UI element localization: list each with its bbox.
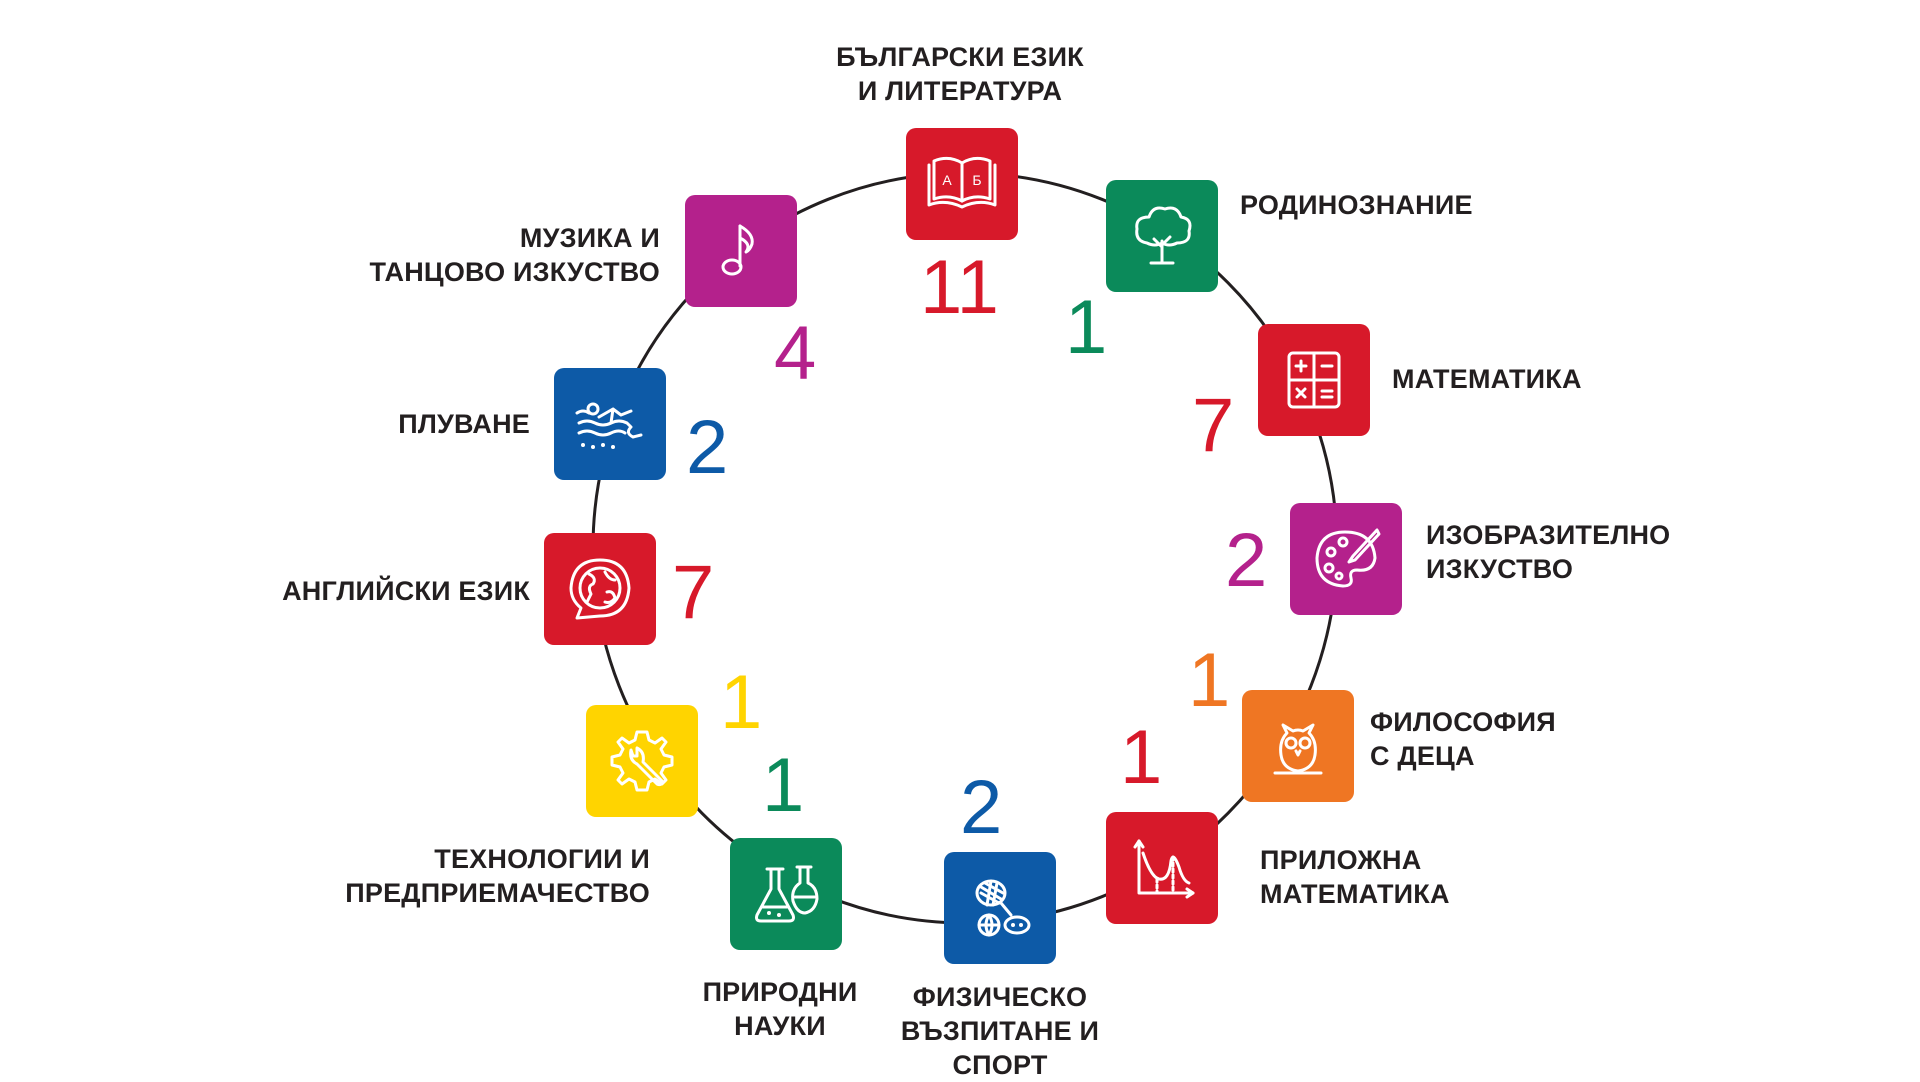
tile-bulgarian: А Б [906, 128, 1018, 240]
label-homeland-line1: РОДИНОЗНАНИЕ [1240, 190, 1473, 220]
label-pe: ФИЗИЧЕСКО ВЪЗПИТАНЕ И СПОРТ [870, 980, 1130, 1082]
label-science: ПРИРОДНИ НАУКИ [680, 975, 880, 1043]
count-math: 7 [1192, 383, 1235, 468]
label-applied-math-line1: ПРИЛОЖНА [1260, 845, 1422, 875]
count-music: 4 [774, 311, 817, 396]
music-note-icon [721, 224, 754, 276]
graph-icon [1133, 839, 1195, 899]
count-art: 2 [1225, 518, 1268, 603]
tile-art [1290, 503, 1402, 615]
label-art: ИЗОБРАЗИТЕЛНО ИЗКУСТВО [1426, 518, 1670, 586]
label-art-line2: ИЗКУСТВО [1426, 554, 1574, 584]
swimmer-icon [575, 402, 643, 449]
label-bulgarian-line2: И ЛИТЕРАТУРА [857, 76, 1063, 106]
count-philosophy: 1 [1188, 638, 1231, 723]
label-bulgarian-line1: БЪЛГАРСКИ ЕЗИК [836, 42, 1084, 72]
label-swimming: ПЛУВАНЕ [330, 407, 530, 441]
palette-icon [1315, 528, 1381, 588]
tile-music [685, 195, 797, 307]
sports-icon [975, 879, 1031, 937]
label-music-line1: МУЗИКА И [519, 223, 660, 253]
label-art-line1: ИЗОБРАЗИТЕЛНО [1426, 520, 1671, 550]
label-science-line2: НАУКИ [734, 1011, 826, 1041]
owl-icon [1273, 723, 1323, 775]
count-science: 1 [762, 743, 805, 828]
label-music: МУЗИКА И ТАНЦОВО ИЗКУСТВО [300, 221, 660, 289]
label-math: МАТЕМАТИКА [1392, 362, 1582, 396]
tile-applied-math [1106, 812, 1218, 924]
label-philosophy: ФИЛОСОФИЯ С ДЕЦА [1370, 705, 1556, 773]
count-bulgarian: 11 [920, 245, 999, 330]
label-pe-line2: ВЪЗПИТАНЕ И [900, 1016, 1100, 1046]
book-left-letter: А [942, 172, 952, 188]
label-technology: ТЕХНОЛОГИИ И ПРЕДПРИЕМАЧЕСТВО [300, 842, 650, 910]
label-technology-line2: ПРЕДПРИЕМАЧЕСТВО [345, 878, 650, 908]
tile-technology [586, 705, 698, 817]
label-swimming-line1: ПЛУВАНЕ [398, 409, 530, 439]
count-technology: 1 [720, 660, 763, 745]
tree-icon [1135, 206, 1192, 265]
globe-chat-icon [569, 558, 631, 620]
book-right-letter: Б [972, 172, 981, 188]
count-homeland: 1 [1065, 285, 1108, 370]
tile-homeland [1106, 180, 1218, 292]
count-pe: 2 [960, 765, 1003, 850]
label-homeland: РОДИНОЗНАНИЕ [1240, 188, 1473, 222]
book-icon: А Б [927, 156, 997, 209]
label-music-line2: ТАНЦОВО ИЗКУСТВО [369, 257, 660, 287]
label-math-line1: МАТЕМАТИКА [1392, 364, 1582, 394]
tile-philosophy [1242, 690, 1354, 802]
tile-math [1258, 324, 1370, 436]
label-science-line1: ПРИРОДНИ [702, 977, 858, 1007]
tile-english [544, 533, 656, 645]
label-pe-line1: ФИЗИЧЕСКО [912, 982, 1088, 1012]
gear-wrench-icon [610, 730, 674, 792]
tile-swimming [554, 368, 666, 480]
label-applied-math: ПРИЛОЖНА МАТЕМАТИКА [1260, 843, 1450, 911]
label-bulgarian: БЪЛГАРСКИ ЕЗИК И ЛИТЕРАТУРА [780, 40, 1140, 108]
label-applied-math-line2: МАТЕМАТИКА [1260, 879, 1450, 909]
label-pe-line3: СПОРТ [952, 1050, 1048, 1080]
flask-icon [755, 865, 819, 923]
count-swimming: 2 [686, 405, 729, 490]
label-english-line1: АНГЛИЙСКИ ЕЗИК [282, 576, 530, 606]
label-english: АНГЛИЙСКИ ЕЗИК [220, 574, 530, 608]
tile-pe [944, 852, 1056, 964]
label-philosophy-line2: С ДЕЦА [1370, 741, 1475, 771]
label-technology-line1: ТЕХНОЛОГИИ И [434, 844, 650, 874]
calculator-icon [1287, 351, 1341, 409]
count-applied-math: 1 [1120, 715, 1163, 800]
count-english: 7 [672, 550, 715, 635]
tile-science [730, 838, 842, 950]
label-philosophy-line1: ФИЛОСОФИЯ [1370, 707, 1556, 737]
